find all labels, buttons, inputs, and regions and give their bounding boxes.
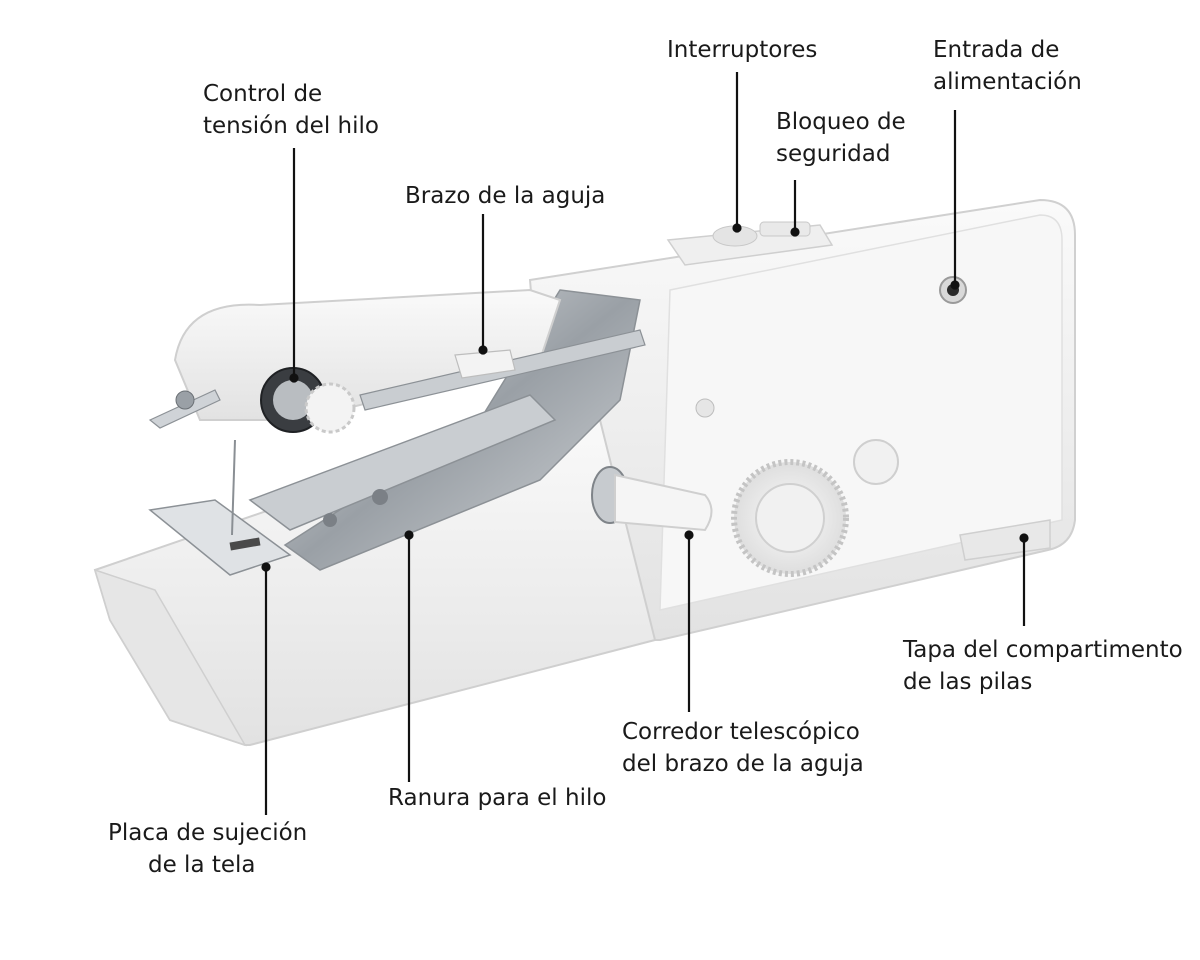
side-button [853, 439, 899, 485]
label-tension-control: Control de tensión del hilo [203, 81, 379, 139]
switch-assembly [666, 221, 834, 266]
screw-icon [695, 398, 715, 418]
presser-foot [148, 499, 292, 576]
needle-icon [231, 439, 236, 536]
label-battery-cover: Tapa del compartimento de las pilas [903, 637, 1183, 695]
leader-lines [261, 72, 1029, 815]
safety-lock-slider [759, 221, 811, 237]
label-fabric-plate: Placa de sujeción de la tela [108, 820, 308, 878]
telescopic-knob [591, 466, 713, 532]
label-needle-arm: Brazo de la aguja [405, 183, 606, 209]
label-safety-lock: Bloqueo de seguridad [776, 109, 906, 167]
needle-arm-slider [454, 349, 516, 379]
label-telescopic-slider: Corredor telescópico del brazo de la agu… [622, 719, 864, 777]
label-power-input: Entrada de alimentación [933, 37, 1082, 95]
label-thread-slot: Ranura para el hilo [388, 785, 607, 811]
hand-wheel [731, 439, 899, 577]
tension-dial-icon [148, 367, 356, 434]
battery-cover-edge [959, 519, 1051, 561]
label-switches: Interruptores [667, 37, 818, 63]
power-jack-icon [939, 276, 967, 304]
